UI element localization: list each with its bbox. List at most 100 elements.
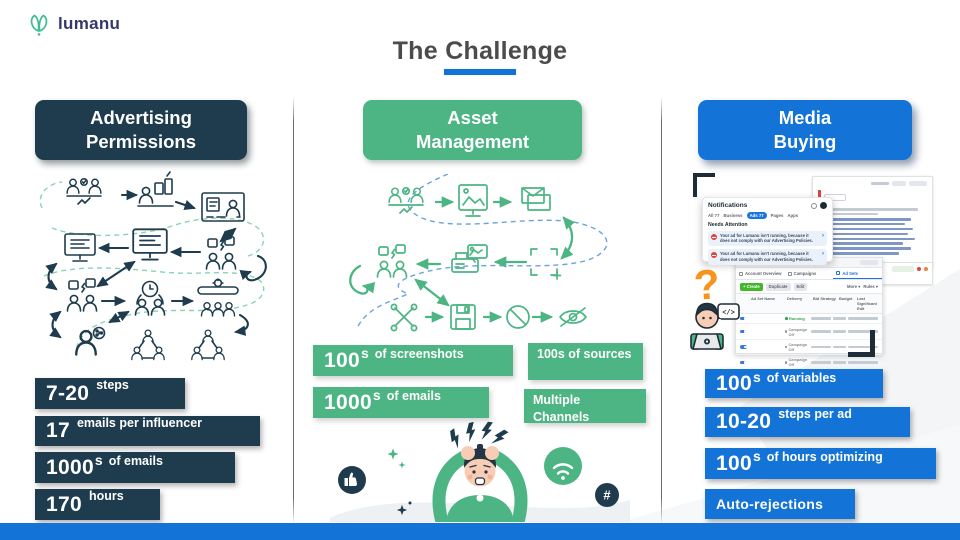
col-ad-set-name: Ad Set Name <box>751 296 775 301</box>
rules-dropdown[interactable]: Rules ▾ <box>863 284 878 289</box>
workstation-icon <box>137 171 174 207</box>
stat-multiple-channels: Multiple Channels <box>524 389 646 424</box>
developer-at-laptop-icon: </> <box>690 302 740 350</box>
chevron-right-icon: › <box>822 251 824 258</box>
header-advertising-permissions: Advertising Permissions <box>35 100 247 160</box>
col-bid-strategy: Bid Strategy <box>813 296 836 301</box>
org-chart-icon <box>192 330 224 359</box>
error-icon <box>711 252 717 259</box>
tab-pages[interactable]: Pages <box>770 213 784 218</box>
image-monitor-icon <box>458 184 488 217</box>
table-row[interactable]: Campaign Off <box>736 324 882 340</box>
tab-campaigns[interactable]: Campaigns <box>785 268 834 279</box>
ad-rejected-alert[interactable]: Your ad for Lumanu isn't running, becaus… <box>708 248 827 265</box>
footer-accent-bar <box>0 523 960 540</box>
agreement-icon <box>388 186 424 214</box>
create-button[interactable]: + Create <box>740 282 763 291</box>
tab-ads[interactable]: Ads 77 <box>746 212 767 219</box>
video-review-icon <box>201 192 245 222</box>
thumbs-up-icon <box>338 466 366 494</box>
emails-icon <box>521 187 551 211</box>
table-header-row: Ad Set Name Delivery Bid Strategy Budget… <box>736 294 882 314</box>
page-title: The Challenge <box>392 37 568 65</box>
agreement-icon <box>66 177 102 205</box>
dark-mode-toggle-icon[interactable] <box>820 202 827 209</box>
notifications-panel: Notifications All 77 Business Ads 77 Pag… <box>702 197 833 265</box>
blocked-icon <box>506 305 530 329</box>
tools-icon <box>390 303 418 332</box>
crop-frame-icon <box>530 248 562 280</box>
svg-text:#: # <box>603 488 611 503</box>
col-budget: Budget <box>839 296 853 301</box>
tab-account-overview[interactable]: Account Overview <box>736 268 785 279</box>
tab-business[interactable]: Business <box>723 213 743 218</box>
frustrated-man <box>432 444 528 522</box>
save-icon <box>450 304 476 330</box>
column-divider <box>293 96 294 524</box>
table-actions: + Create Duplicate Edit More ▾ Rules ▾ <box>736 280 882 294</box>
tab-apps[interactable]: Apps <box>787 213 799 218</box>
ad-rejected-alert[interactable]: Your ad for Lumanu isn't running, becaus… <box>708 230 827 247</box>
monitor-icon <box>132 228 168 261</box>
brand-name: lumanu <box>58 14 121 33</box>
policy-items <box>818 218 927 255</box>
chat-pair-icon <box>68 279 97 311</box>
stat-auto-rejections: Auto-rejections <box>705 489 855 519</box>
toggle-switch[interactable] <box>740 316 747 321</box>
toggle-switch[interactable] <box>740 360 747 365</box>
error-icon <box>711 234 717 240</box>
chat-pair-icon <box>378 245 407 277</box>
view-tabs: Account Overview Campaigns Ad Sets <box>736 268 883 280</box>
notification-badge <box>917 267 921 271</box>
advertising-flowchart <box>39 171 267 370</box>
tab-ad-sets[interactable]: Ad Sets <box>833 268 883 279</box>
frustrated-person-illustration: # <box>330 421 630 522</box>
more-dropdown[interactable]: More ▾ <box>847 284 861 289</box>
dashed-path <box>357 174 608 327</box>
column-divider <box>661 96 662 524</box>
sparkle-icon <box>387 448 406 469</box>
sparkle-icon <box>396 501 412 516</box>
needs-attention-heading: Needs Attention <box>708 222 748 228</box>
toggle-switch[interactable] <box>740 345 747 349</box>
edit-button[interactable]: Edit <box>793 282 808 291</box>
media-buying-collage: Account Overview Campaigns Ad Sets + Cre… <box>685 168 940 386</box>
title-underline <box>444 69 516 75</box>
code-bubble: </> <box>722 310 735 318</box>
ads-manager-screenshot: Account Overview Campaigns Ad Sets + Cre… <box>735 257 883 386</box>
table-row[interactable]: Running <box>736 314 882 325</box>
chevron-right-icon: › <box>822 233 824 239</box>
flow-arrows <box>45 189 267 339</box>
wifi-icon <box>544 447 582 485</box>
toggle-switch[interactable] <box>740 329 747 334</box>
frame-bracket-top-left <box>693 173 715 197</box>
notifications-title: Notifications <box>708 202 748 209</box>
hidden-eye-icon <box>559 307 587 327</box>
tab-all[interactable]: All 77 <box>708 213 720 218</box>
brand-logo: lumanu <box>27 11 120 37</box>
stat-sources: 100s of sources <box>528 343 643 380</box>
header-media-buying: Media Buying <box>698 100 912 160</box>
col-delivery: Delivery <box>787 296 803 301</box>
duplicate-button[interactable]: Duplicate <box>765 282 791 291</box>
settings-icon[interactable] <box>811 202 817 209</box>
col-last-edit: Last Significant Edit <box>857 296 877 311</box>
team-icon <box>197 278 239 317</box>
asset-flowchart <box>349 174 608 332</box>
header-asset-management: Asset Management <box>363 100 582 160</box>
meeting-clock-icon <box>134 280 166 316</box>
table-row[interactable]: Campaign Off <box>736 340 882 356</box>
print-assets-icon <box>451 244 488 273</box>
org-chart-icon <box>132 330 164 359</box>
share-person-icon <box>75 326 106 356</box>
notification-badge <box>924 267 928 271</box>
lumanu-logo-icon <box>30 14 48 36</box>
notification-tabs: All 77 Business Ads 77 Pages Apps <box>708 212 827 219</box>
frame-bracket-bottom-right <box>848 330 875 357</box>
